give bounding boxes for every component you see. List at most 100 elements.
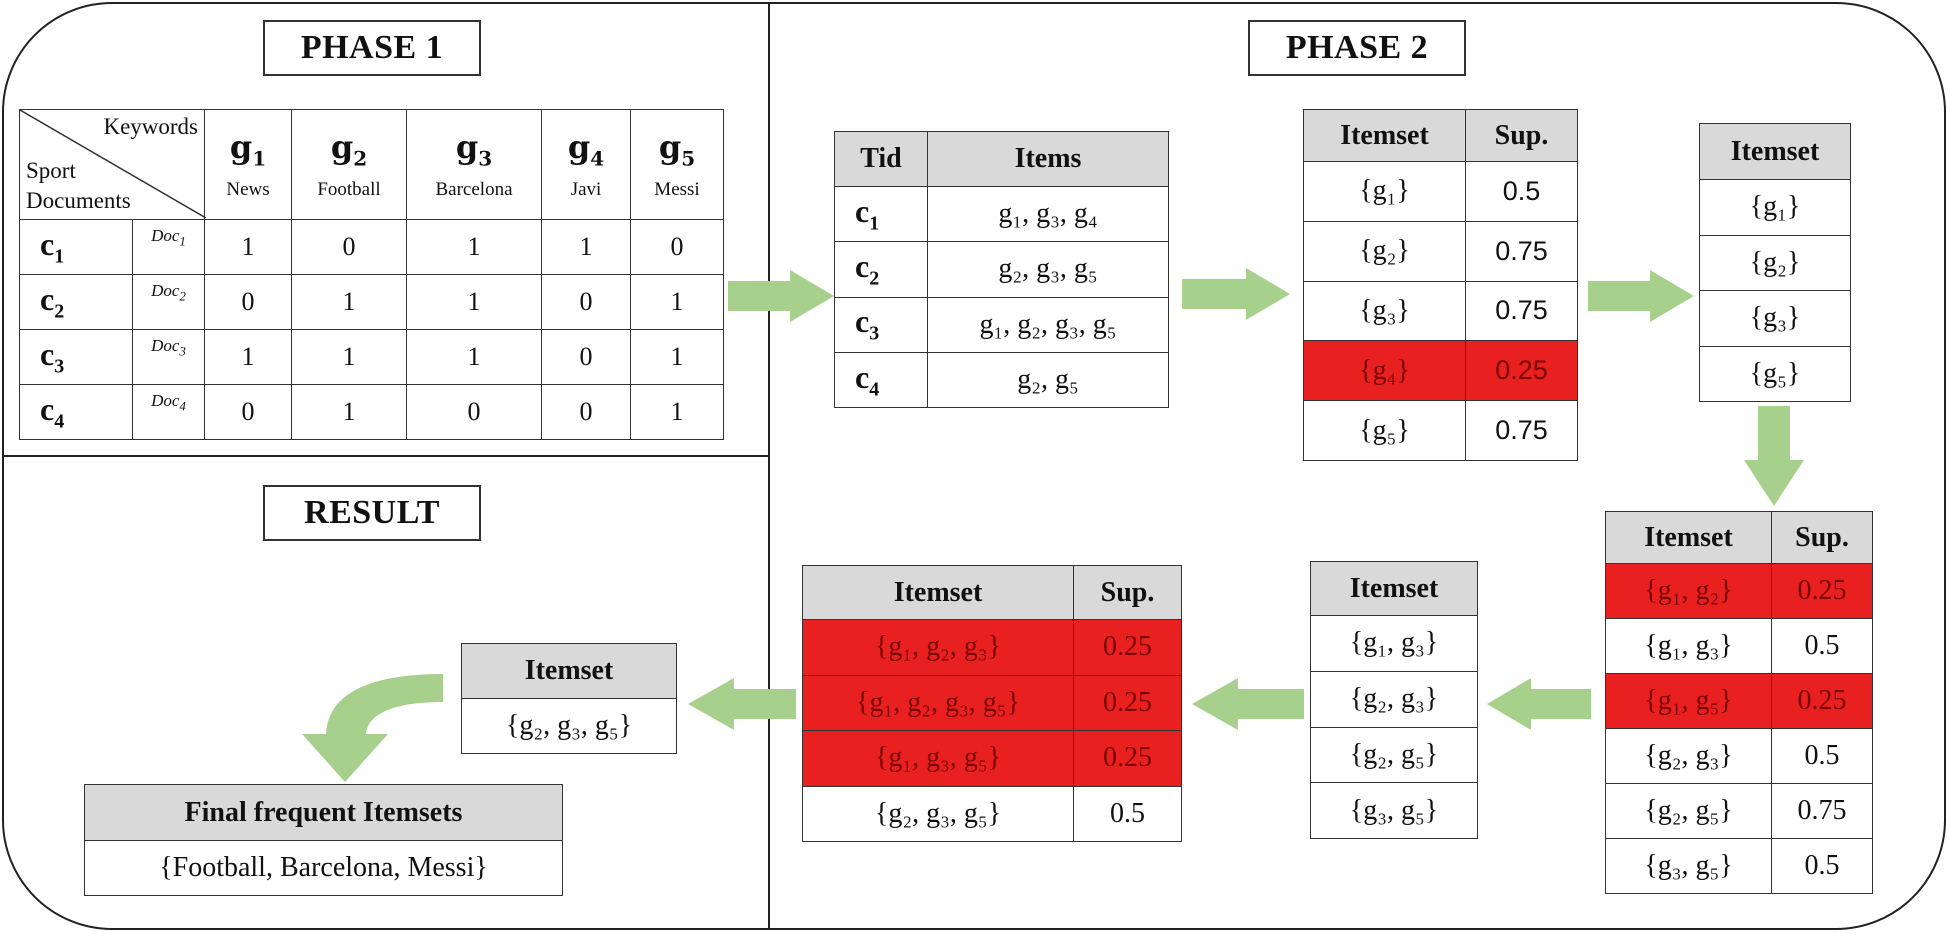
support-cell: 0.75 [1465,400,1578,461]
phase1-document-keyword-table: Keywords Sport Documents g1 News g2 Foot… [19,109,724,440]
keyword-col-4: g4 Javi [541,109,631,220]
tid-cell: c4 [834,351,928,409]
tid-header: Tid [834,131,928,187]
items-header: Items [927,131,1169,187]
support-header: Sup. [1073,565,1182,620]
itemset-cell: {g₄} [1303,340,1466,402]
pruned-itemset-row: {g₁, g₂}0.25 [1605,563,1873,619]
items-cell: g₁, g₃, g₄ [927,185,1169,243]
pruned-itemset-row: {g₁, g₃, g₅}0.25 [802,730,1182,787]
left-arrow-icon [1192,678,1304,730]
matrix-value: 1 [630,329,724,385]
phase1-title: PHASE 1 [263,20,481,76]
tid-cell: c2 [834,241,928,298]
itemset-cell: {g₁, g₂, g₃} [802,619,1074,676]
itemset-cell: {g₂} [1699,234,1851,291]
corner-sport-label: Sport [26,158,76,183]
keyword-id: g [658,128,682,167]
doc-id: c4 [19,384,133,440]
support-cell: 0.5 [1771,838,1873,894]
matrix-value: 0 [541,274,631,330]
support-cell: 0.5 [1771,618,1873,674]
matrix-value: 1 [204,329,292,385]
items-cell: g₂, g₃, g₅ [927,241,1169,298]
itemset-cell: {g₁, g₃, g₅} [802,730,1074,787]
document-row: c3 Doc3 1 1 1 0 1 [19,329,724,385]
tid-cell: c1 [834,185,928,243]
itemset-cell: {g₁, g₃} [1605,618,1772,674]
itemset-row: {g₅}0.75 [1303,400,1578,461]
doc-id: c3 [19,329,133,385]
transaction-row: c2 g₂, g₃, g₅ [834,241,1169,298]
keyword-name: News [226,178,270,200]
itemset-cell: {g₂, g₅} [1310,726,1478,784]
itemset-row: {g₂, g₃}0.5 [1605,728,1873,784]
support-cell: 0.75 [1465,280,1578,342]
matrix-value: 0 [291,219,407,275]
final-itemset-cell: {Football, Barcelona, Messi} [84,840,563,896]
matrix-value: 0 [541,384,631,440]
doc-id: c1 [19,219,133,275]
document-row: c1 Doc1 1 0 1 1 0 [19,219,724,275]
itemset-row: {g₂, g₅}0.75 [1605,783,1873,839]
support-cell: 0.25 [1465,340,1578,402]
support-cell: 0.75 [1771,783,1873,839]
itemset-cell: {g₅} [1303,400,1466,461]
itemset-header: Itemset [802,565,1074,620]
itemset-cell: {g₃, g₅} [1605,838,1772,894]
matrix-value: 0 [630,219,724,275]
matrix-value: 1 [541,219,631,275]
frequent-2-itemset-table: Itemset {g₁, g₃} {g₂, g₃} {g₂, g₅} {g₃, … [1310,561,1478,839]
itemset-cell: {g₁, g₂, g₃, g₅} [802,674,1074,731]
frequent-3-itemset-table: Itemset {g₂, g₃, g₅} [461,643,677,754]
keyword-name: Barcelona [435,178,513,200]
itemset-cell: {g₁, g₅} [1605,673,1772,729]
support-cell: 0.5 [1771,728,1873,784]
keyword-name: Football [317,178,381,200]
matrix-value: 1 [204,219,292,275]
items-cell: g₁, g₂, g₃, g₅ [927,296,1169,353]
corner-cell: Keywords Sport Documents [19,109,206,220]
matrix-value: 1 [291,384,407,440]
itemset-row: {g₂}0.75 [1303,220,1578,282]
matrix-value: 1 [291,329,407,385]
frequent-1-itemset-table: Itemset {g₁} {g₂} {g₃} {g₅} [1699,123,1851,402]
itemset-cell: {g₃} [1303,280,1466,342]
support-cell: 0.25 [1073,674,1182,731]
curved-down-arrow-icon [302,674,443,782]
right-arrow-icon [1182,268,1290,320]
doc-id: c2 [19,274,133,330]
down-arrow-icon [1744,406,1804,506]
itemset-row: {g₁, g₃}0.5 [1605,618,1873,674]
transaction-row: c1 g₁, g₃, g₄ [834,185,1169,243]
keyword-name: Javi [570,178,602,200]
support-cell: 0.25 [1073,619,1182,676]
support-header: Sup. [1465,109,1578,162]
keyword-id: g [330,128,354,167]
phase-divider-vertical [768,2,770,930]
matrix-value: 1 [291,274,407,330]
corner-diagonal-line [20,110,206,218]
keyword-id: g [229,128,253,167]
keyword-id: g [567,128,591,167]
support-cell: 0.25 [1771,563,1873,619]
corner-documents-label: Documents [26,188,131,213]
phase2-title: PHASE 2 [1248,20,1466,76]
corner-keywords-label: Keywords [103,114,198,139]
right-arrow-icon [1588,270,1694,322]
support-cell: 0.5 [1465,161,1578,222]
matrix-value: 1 [630,274,724,330]
itemset-row: {g₂, g₃, g₅}0.5 [802,785,1182,842]
pruned-itemset-row: {g₁, g₂, g₃}0.25 [802,619,1182,676]
matrix-value: 1 [630,384,724,440]
keyword-col-1: g1 News [204,109,292,220]
keyword-id-sub: 4 [590,146,605,171]
keyword-col-5: g5 Messi [630,109,724,220]
left-arrow-icon [688,678,796,730]
matrix-value: 1 [406,329,542,385]
